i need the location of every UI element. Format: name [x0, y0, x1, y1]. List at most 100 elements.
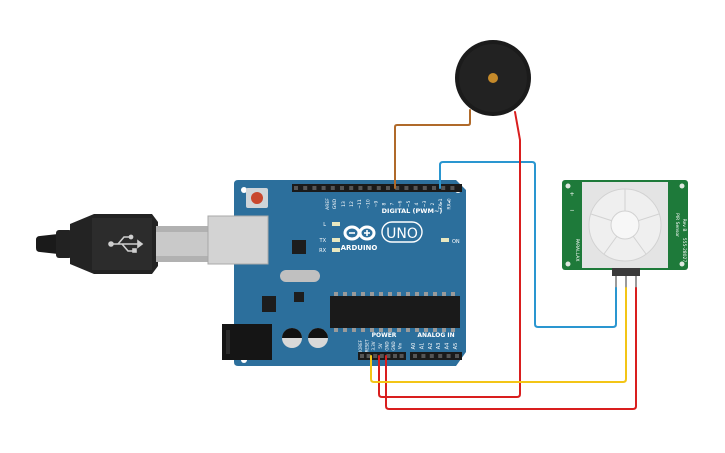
header-pin[interactable] — [303, 186, 308, 190]
header-pin[interactable] — [340, 186, 344, 190]
header-pin[interactable] — [422, 186, 427, 190]
power-pin[interactable] — [399, 354, 404, 358]
header-pin[interactable] — [294, 186, 298, 190]
header-pin[interactable] — [432, 186, 436, 190]
wire-yellow-5v-pir-vcc[interactable] — [370, 287, 627, 383]
header-pin[interactable] — [367, 186, 372, 190]
usb-port — [208, 216, 268, 264]
chip-leg — [388, 328, 392, 332]
pir-header — [612, 268, 640, 276]
header-pin[interactable] — [386, 186, 390, 190]
crystal-oscillator — [280, 270, 320, 282]
chip-leg — [451, 328, 455, 332]
pir-brand: PARALLAX — [574, 239, 580, 262]
digital-pin-label: ~6 — [398, 201, 404, 208]
digital-pin-label: 2 — [430, 202, 436, 205]
gnd-top-label: GND — [332, 198, 338, 209]
analog-header — [410, 352, 462, 360]
power-pin[interactable] — [393, 354, 397, 358]
header-pin[interactable] — [349, 186, 354, 190]
digital-pin-label: ~5 — [406, 201, 412, 208]
analog-pin[interactable] — [438, 354, 443, 358]
chip-leg — [397, 328, 401, 332]
analog-pin[interactable] — [446, 354, 451, 358]
regulator — [262, 296, 276, 312]
power-pin-label: GND — [384, 341, 389, 350]
chip-leg — [343, 292, 347, 296]
capacitor — [282, 328, 302, 348]
chip-leg — [361, 292, 365, 296]
header-pin[interactable] — [441, 186, 446, 190]
wire-blue-pin2-pir-out[interactable] — [439, 161, 617, 328]
analog-pin-label: A4 — [445, 343, 451, 350]
chip-leg — [406, 328, 410, 332]
power-pin-label: Vin — [398, 342, 403, 349]
chip-leg — [334, 328, 338, 332]
pir-pin-vcc — [625, 276, 627, 288]
analog-pin[interactable] — [421, 354, 426, 358]
header-pin[interactable] — [404, 186, 409, 190]
led-l — [332, 222, 340, 226]
reset-button[interactable] — [246, 188, 268, 208]
chip-leg — [343, 328, 347, 332]
chip-leg — [433, 328, 437, 332]
mount-hole — [565, 261, 571, 267]
analog-pin[interactable] — [455, 354, 459, 358]
digital-pin-label: 13 — [341, 201, 347, 207]
digital-pin-label: 4 — [414, 202, 420, 205]
digital-pin-label: ~9 — [373, 201, 379, 208]
power-pin[interactable] — [373, 354, 378, 358]
capacitor — [308, 328, 328, 348]
digital-pin-label: TX▸1 — [438, 198, 444, 210]
pir-title: PIR Sensor — [674, 213, 680, 237]
header-pin[interactable] — [312, 186, 317, 190]
header-pin[interactable] — [395, 186, 400, 190]
wire-brown-buzzer-pin7[interactable] — [394, 109, 471, 189]
led-tx — [332, 238, 340, 242]
header-pin[interactable] — [330, 186, 335, 190]
pir-minus-mark: − — [569, 207, 574, 214]
on-label: ON — [452, 239, 460, 245]
aref-label: AREF — [325, 198, 331, 210]
led-rx — [332, 248, 340, 252]
wire-red-buzzer-gnd[interactable] — [378, 111, 521, 398]
power-jack-icon — [222, 324, 272, 360]
digital-pin-label: ~3 — [422, 201, 428, 208]
power-label: POWER — [372, 332, 397, 339]
power-pin[interactable] — [360, 354, 364, 358]
pir-plus-mark: + — [569, 191, 574, 198]
chip-leg — [361, 328, 365, 332]
usb-cable-icon[interactable] — [36, 214, 208, 274]
wire-red-pir-gnd[interactable] — [385, 287, 637, 410]
chip-leg — [352, 292, 356, 296]
power-pin[interactable] — [379, 354, 384, 358]
header-pin[interactable] — [413, 186, 418, 190]
chip-leg — [370, 328, 374, 332]
pir-sensor[interactable]: PIR Sensor Rev B PARALLAX 555-28027 + − — [562, 180, 688, 288]
header-pin[interactable] — [450, 186, 455, 190]
power-pin[interactable] — [386, 354, 391, 358]
digital-pin-label: 12 — [349, 201, 355, 207]
chip-leg — [370, 292, 374, 296]
digital-pin-label: ~11 — [357, 199, 363, 209]
header-pin[interactable] — [358, 186, 363, 190]
power-pin[interactable] — [366, 354, 371, 358]
header-pin[interactable] — [321, 186, 326, 190]
small-chip — [294, 292, 304, 302]
analog-pin[interactable] — [429, 354, 434, 358]
pir-part: 555-28027 — [681, 238, 687, 263]
atmega-chip — [330, 292, 460, 332]
digital-pin-label: ~10 — [365, 199, 371, 209]
analog-pin-label: A3 — [436, 343, 442, 350]
mount-hole — [241, 187, 247, 193]
mount-hole — [679, 261, 685, 267]
buzzer-icon[interactable] — [455, 40, 531, 116]
analog-pin[interactable] — [413, 354, 417, 358]
analog-label: ANALOG IN — [417, 332, 454, 339]
header-pin[interactable] — [376, 186, 381, 190]
led-l-label: L — [323, 222, 326, 228]
chip-leg — [334, 292, 338, 296]
